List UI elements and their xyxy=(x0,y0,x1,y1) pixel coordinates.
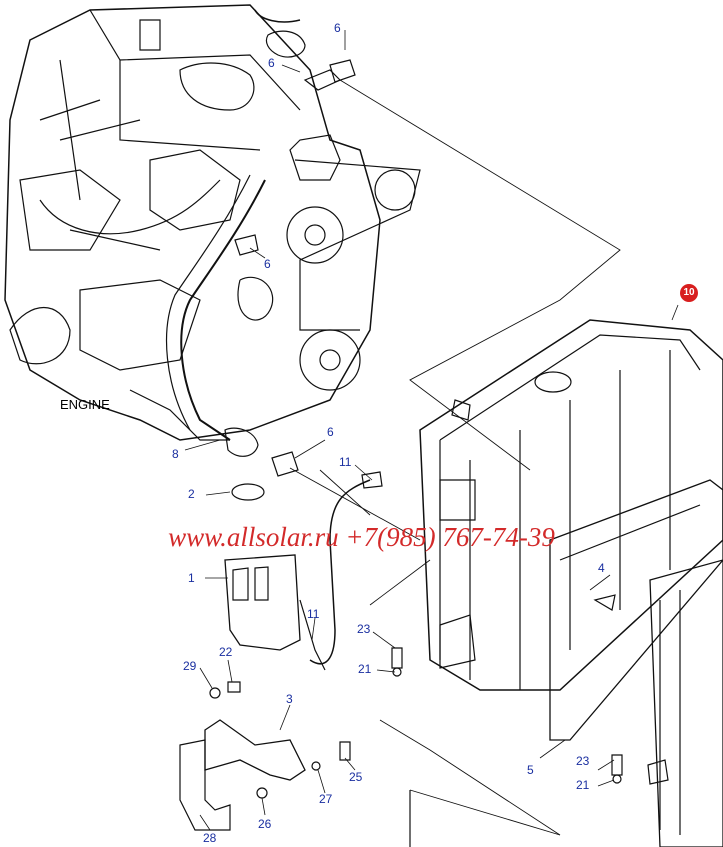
callout-22: 22 xyxy=(219,645,233,659)
callout-21-right: 21 xyxy=(576,778,590,792)
radiator xyxy=(419,319,723,691)
callout-3: 3 xyxy=(286,692,293,706)
callout-28: 28 xyxy=(203,831,217,845)
callout-6-hose: 6 xyxy=(268,56,275,70)
part-badge-10: 10 xyxy=(680,284,698,302)
callout-26: 26 xyxy=(258,817,272,831)
callout-6-mid: 6 xyxy=(264,257,271,271)
callout-11-upper: 11 xyxy=(339,455,352,469)
frame xyxy=(647,559,723,847)
callout-21-left: 21 xyxy=(358,662,372,676)
callout-25: 25 xyxy=(349,770,363,784)
bracket xyxy=(179,719,306,831)
reservoir-cap xyxy=(231,483,265,501)
callout-2: 2 xyxy=(188,487,195,501)
engine-label: ENGINE xyxy=(60,397,110,412)
callout-11-lower: 11 xyxy=(307,607,320,621)
callout-6-lower: 6 xyxy=(327,425,334,439)
callout-23-left: 23 xyxy=(357,622,371,636)
upper-hose xyxy=(165,174,266,441)
callout-6-top: 6 xyxy=(334,21,341,35)
callout-5: 5 xyxy=(527,763,534,777)
callout-29: 29 xyxy=(183,659,197,673)
callout-8: 8 xyxy=(172,447,179,461)
callout-23-right: 23 xyxy=(576,754,590,768)
callout-27: 27 xyxy=(319,792,333,806)
watermark-text: www.allsolar.ru +7(985) 767-74-39 xyxy=(168,522,555,552)
callout-4: 4 xyxy=(598,561,605,575)
engine-assembly xyxy=(4,4,421,441)
callout-1: 1 xyxy=(188,571,195,585)
fan-shroud xyxy=(549,479,723,741)
